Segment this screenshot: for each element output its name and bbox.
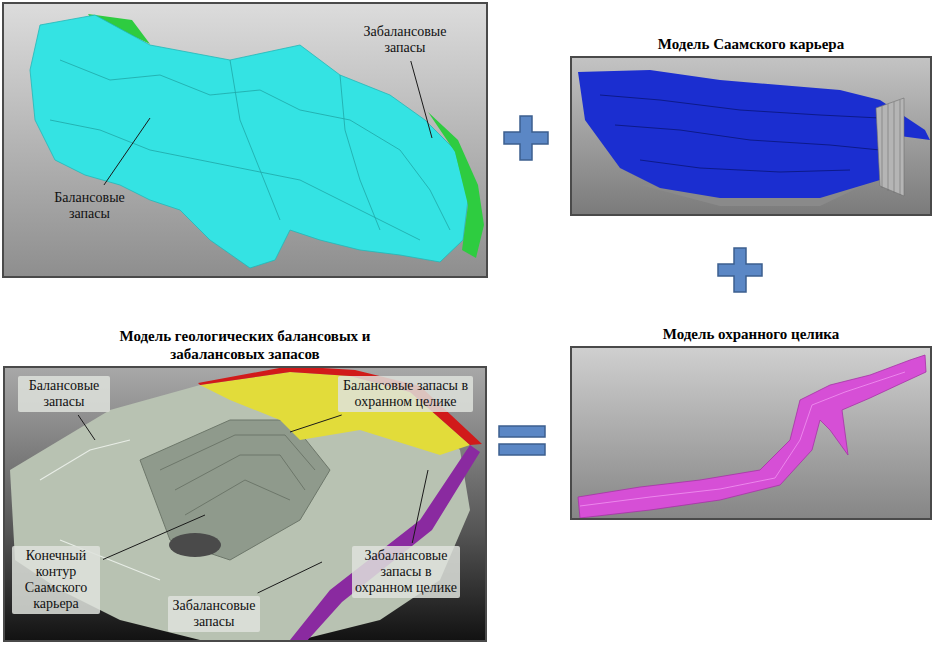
combined-model: [185, 480, 290, 515]
pillar-model: [580, 372, 905, 506]
leader-line: [411, 61, 432, 138]
leader-line: [104, 118, 150, 185]
combined-model: [175, 455, 305, 490]
callout-label: Балансовые запасы: [18, 376, 110, 412]
callout-label: Забалансовые запасы: [168, 596, 260, 632]
leader-line: [290, 415, 342, 432]
pit-model: [570, 56, 932, 216]
plus-sign: [504, 116, 548, 160]
combined-model: [160, 435, 315, 470]
leader-line: [103, 515, 205, 559]
combined-model: [198, 366, 482, 445]
panel-title: Модель Саамского карьера: [571, 35, 931, 53]
callout-label: Балансовые запасы: [42, 188, 137, 224]
reserves-model-panel: [3, 3, 487, 277]
reserves-model-panel: [3, 3, 487, 277]
model-panel: Модель Саамского карьера: [570, 56, 932, 216]
combined-model: [169, 533, 221, 557]
leader-lines: [78, 61, 432, 593]
panel-title: Модель геологических балансовых и забала…: [80, 327, 410, 363]
combined-model: [290, 445, 480, 642]
pit-model: [876, 98, 904, 196]
leader-line: [78, 415, 95, 440]
pit-model: [600, 95, 880, 118]
model-panel: Модель охранного целика: [570, 346, 932, 520]
pillar-model: [570, 346, 932, 520]
equals-sign: [499, 426, 545, 437]
plus-sign: [718, 248, 762, 292]
pit-model: [615, 125, 880, 150]
callout-label: Забалансовые запасы: [355, 22, 455, 58]
combined-model: [40, 440, 130, 480]
pit-model: [640, 160, 850, 172]
pillar-model: [578, 355, 926, 518]
reserves-model-panel: [340, 75, 380, 230]
panel-title: Модель охранного целика: [571, 325, 931, 343]
reserves-model-panel: [230, 60, 280, 220]
reserves-model-panel: [50, 120, 420, 240]
combined-model: [3, 366, 487, 642]
plus-sign: [504, 116, 548, 160]
reserves-model-panel: [428, 112, 484, 258]
pit-model: [578, 70, 930, 198]
leader-line: [412, 470, 428, 543]
pillar-model: [570, 346, 932, 520]
reserves-model-panel: [30, 15, 468, 268]
equals-sign: [499, 426, 545, 455]
callout-label: Конечный контур Саамского карьера: [12, 546, 100, 614]
plus-sign: [718, 248, 762, 292]
leader-line: [258, 562, 322, 593]
pit-model: [570, 56, 932, 216]
callout-label: Забалансовые запасы в охранном целике: [352, 546, 460, 598]
combined-model: [140, 420, 330, 560]
pit-model: [882, 100, 900, 195]
callout-label: Балансовые запасы в охранном целике: [338, 376, 473, 412]
equals-sign: [499, 444, 545, 455]
combined-model: [3, 366, 487, 642]
